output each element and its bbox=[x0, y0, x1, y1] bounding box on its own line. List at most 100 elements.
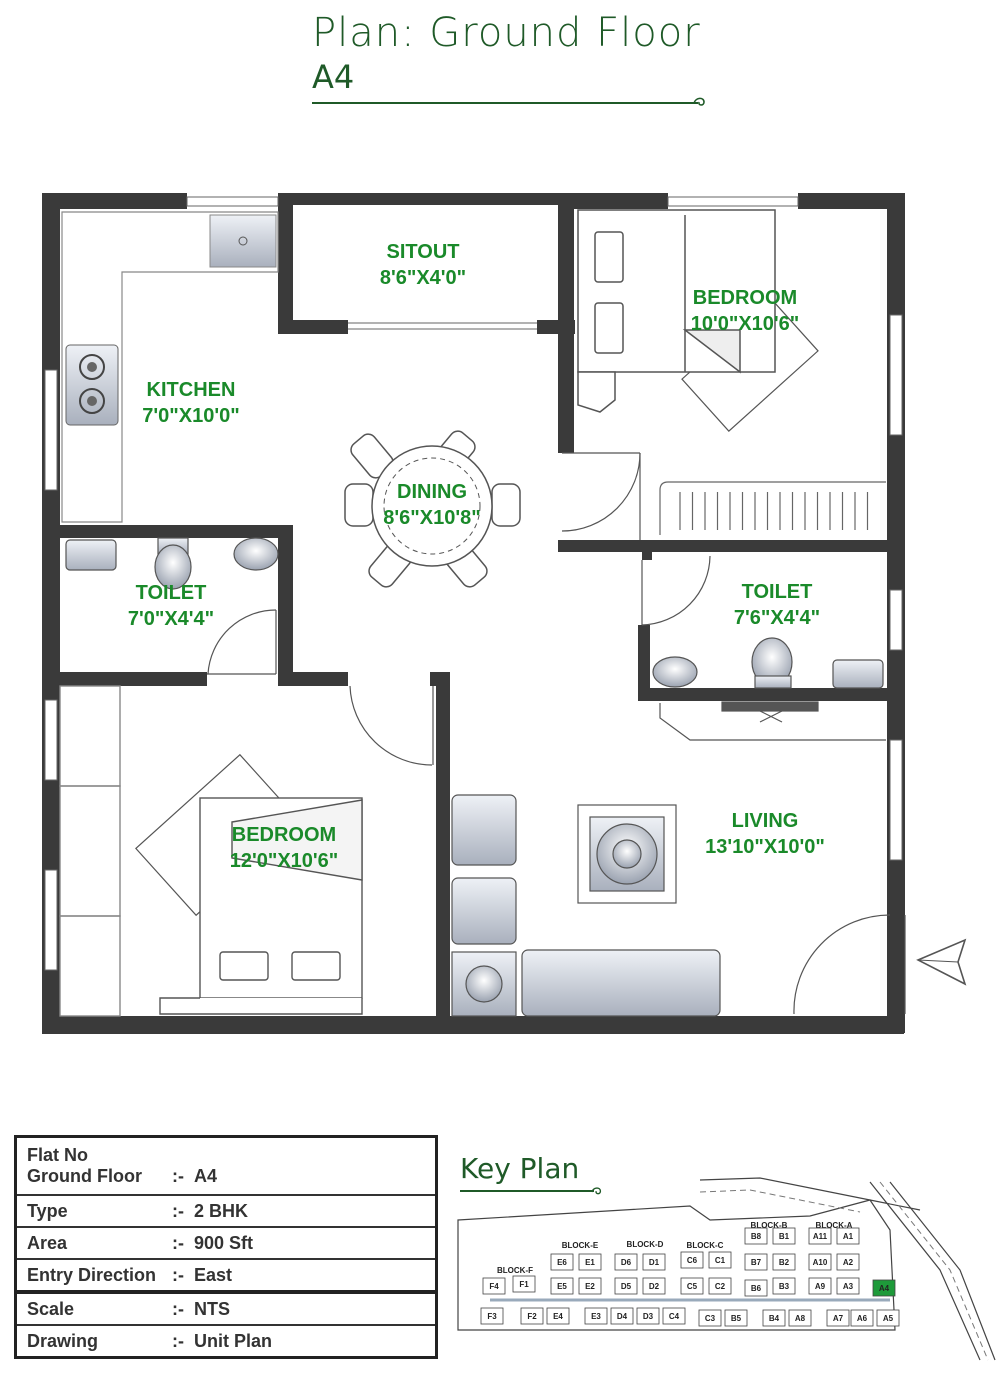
unit-box bbox=[642, 1253, 666, 1271]
unit-box bbox=[708, 1251, 732, 1269]
unit-box bbox=[520, 1307, 544, 1325]
unit-label: E3 bbox=[591, 1312, 601, 1321]
unit-label: E4 bbox=[553, 1312, 563, 1321]
flat-info-table: Flat No Ground Floor :- A4 Type :- 2 BHK… bbox=[14, 1135, 438, 1359]
floor-label: Ground Floor bbox=[27, 1166, 142, 1186]
title-divider bbox=[312, 102, 698, 104]
block-label: BLOCK-B bbox=[751, 1221, 788, 1230]
main-door bbox=[793, 914, 906, 1015]
unit-label: D6 bbox=[621, 1258, 632, 1267]
unit-label: B1 bbox=[779, 1232, 790, 1241]
unit-box bbox=[836, 1277, 860, 1295]
area-label: Area bbox=[27, 1232, 68, 1253]
swirl-ornament bbox=[693, 97, 705, 106]
sliding-door bbox=[348, 322, 537, 330]
separator: :- bbox=[172, 1298, 184, 1319]
unit-box bbox=[808, 1277, 832, 1295]
living-furniture bbox=[451, 794, 721, 1017]
flat-no-row: Flat No Ground Floor :- A4 bbox=[17, 1138, 435, 1196]
unit-label: B6 bbox=[751, 1284, 762, 1293]
floor-value: A4 bbox=[194, 1166, 218, 1186]
bedroom2-label: BEDROOM bbox=[232, 824, 336, 846]
type-row: Type :- 2 BHK bbox=[17, 1196, 435, 1228]
unit-box bbox=[788, 1309, 812, 1327]
block-label: BLOCK-C bbox=[687, 1241, 724, 1250]
type-label: Type bbox=[27, 1200, 68, 1221]
entry-arrow-icon bbox=[916, 938, 967, 986]
unit-label: A8 bbox=[795, 1314, 806, 1323]
unit-label: F2 bbox=[527, 1312, 537, 1321]
unit-box bbox=[642, 1277, 666, 1295]
type-value: 2 BHK bbox=[194, 1200, 249, 1221]
unit-label: E6 bbox=[557, 1258, 567, 1267]
unit-number: A4 bbox=[312, 58, 355, 96]
unit-box bbox=[772, 1277, 796, 1295]
unit-label: C5 bbox=[687, 1282, 698, 1291]
bedroom1-label: BEDROOM bbox=[693, 287, 797, 309]
unit-label: A9 bbox=[815, 1282, 826, 1291]
flat-no-label: Flat No bbox=[27, 1145, 88, 1165]
sitout-label: SITOUT bbox=[387, 241, 460, 263]
unit-label: B4 bbox=[769, 1314, 780, 1323]
bedroom2-furniture bbox=[59, 685, 363, 1017]
floor-plan: SITOUT 8'6"X4'0" BEDROOM 10'0"X10'6" KIT… bbox=[42, 193, 967, 1034]
unit-label: A11 bbox=[813, 1232, 828, 1241]
unit-label: D5 bbox=[621, 1282, 632, 1291]
separator: :- bbox=[172, 1200, 184, 1221]
key-plan-title: Key Plan bbox=[460, 1152, 580, 1185]
drawing-value: Unit Plan bbox=[194, 1330, 273, 1351]
unit-label: A2 bbox=[843, 1258, 854, 1267]
unit-box bbox=[772, 1253, 796, 1271]
unit-label: F4 bbox=[489, 1282, 499, 1291]
unit-label: F3 bbox=[487, 1312, 497, 1321]
unit-box bbox=[836, 1227, 860, 1245]
unit-label: A3 bbox=[843, 1282, 854, 1291]
block-label: BLOCK-E bbox=[562, 1241, 599, 1250]
unit-label: C6 bbox=[687, 1256, 698, 1265]
living-size: 13'10"X10'0" bbox=[705, 836, 825, 858]
unit-box bbox=[762, 1309, 786, 1327]
unit-box bbox=[636, 1307, 660, 1325]
unit-box bbox=[808, 1227, 832, 1245]
unit-box bbox=[772, 1227, 796, 1245]
bedroom2-size: 12'0"X10'6" bbox=[230, 850, 339, 872]
bedroom1-size: 10'0"X10'6" bbox=[691, 313, 800, 335]
unit-box bbox=[584, 1307, 608, 1325]
unit-box bbox=[680, 1277, 704, 1295]
unit-label: B2 bbox=[779, 1258, 790, 1267]
separator: :- bbox=[172, 1330, 184, 1351]
toilet1-fixtures bbox=[65, 537, 279, 590]
unit-label: E5 bbox=[557, 1282, 567, 1291]
swirl-ornament bbox=[591, 1187, 602, 1195]
toilet1-label: TOILET bbox=[136, 582, 207, 604]
kitchen-counter bbox=[61, 211, 279, 523]
unit-box bbox=[744, 1227, 768, 1245]
unit-label: C4 bbox=[669, 1312, 680, 1321]
windows bbox=[44, 196, 903, 971]
kitchen-size: 7'0"X10'0" bbox=[142, 405, 239, 427]
unit-label: E2 bbox=[585, 1282, 595, 1291]
bedroom2-door bbox=[349, 685, 434, 766]
unit-box bbox=[850, 1309, 874, 1327]
sitout-size: 8'6"X4'0" bbox=[380, 267, 466, 289]
unit-box bbox=[826, 1309, 850, 1327]
block-label: BLOCK-D bbox=[627, 1240, 664, 1249]
unit-box bbox=[744, 1279, 768, 1297]
toilet2-label: TOILET bbox=[742, 581, 813, 603]
unit-box bbox=[872, 1279, 896, 1297]
key-plan-map: BLOCK-F BLOCK-E BLOCK-D BLOCK-C BLOCK-B … bbox=[457, 1177, 996, 1361]
scale-value: NTS bbox=[194, 1298, 230, 1319]
unit-box bbox=[614, 1253, 638, 1271]
dining-size: 8'6"X10'8" bbox=[383, 507, 480, 529]
drawing-row: Drawing :- Unit Plan bbox=[17, 1326, 435, 1356]
kitchen-label: KITCHEN bbox=[147, 379, 236, 401]
toilet2-size: 7'6"X4'4" bbox=[734, 607, 820, 629]
entry-row: Entry Direction :- East bbox=[17, 1260, 435, 1294]
unit-box bbox=[550, 1277, 574, 1295]
unit-box bbox=[680, 1251, 704, 1269]
unit-box bbox=[480, 1307, 504, 1325]
unit-label: F1 bbox=[519, 1280, 529, 1289]
separator: :- bbox=[172, 1232, 184, 1253]
unit-label: D3 bbox=[643, 1312, 654, 1321]
unit-label: A6 bbox=[857, 1314, 868, 1323]
